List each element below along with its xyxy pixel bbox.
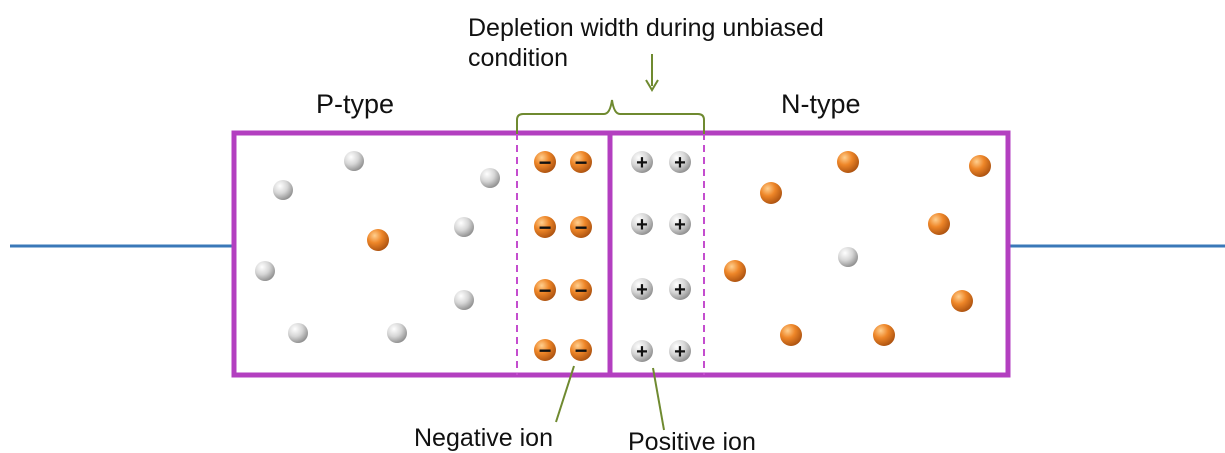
electron-ball [969,155,991,177]
negative-ion: − [534,338,556,363]
svg-text:−: − [575,150,588,175]
negative-ion: − [534,215,556,240]
negative-ion-label: Negative ion [414,424,553,452]
p-region-electrons [367,229,389,251]
positive-ion: + [631,340,653,363]
svg-text:+: + [674,152,686,174]
hole-ball [454,290,474,310]
hole-ball [273,180,293,200]
positive-ion: + [669,151,691,174]
negative-ion-pointer [555,365,575,423]
electron-ball [724,260,746,282]
depletion-label-line2: condition [468,44,568,72]
n-region-electrons [724,151,991,346]
positive-ion-pointer [652,367,665,431]
hole-ball [480,168,500,188]
svg-text:−: − [539,278,552,303]
n-region-holes [838,247,858,267]
negative-ion: − [570,215,592,240]
positive-ion: + [669,278,691,301]
positive-ion: + [631,151,653,174]
svg-text:+: + [674,279,686,301]
negative-ion: − [534,278,556,303]
depletion-arrow-head [645,79,659,92]
hole-ball [454,217,474,237]
svg-text:+: + [636,341,648,363]
negative-ions: − − − − − − − − [534,150,592,363]
depletion-label-line1: Depletion width during unbiased [468,14,824,42]
hole-ball [255,261,275,281]
negative-ion: − [534,150,556,175]
positive-ion-label: Positive ion [628,428,756,453]
svg-text:+: + [636,152,648,174]
p-type-label: P-type [316,89,394,119]
electron-ball [367,229,389,251]
hole-ball [838,247,858,267]
hole-ball [344,151,364,171]
negative-ion: − [570,150,592,175]
negative-ion: − [570,338,592,363]
electron-ball [760,182,782,204]
svg-text:−: − [575,338,588,363]
electron-ball [780,324,802,346]
svg-text:+: + [674,341,686,363]
svg-text:+: + [636,279,648,301]
hole-ball [288,323,308,343]
electron-ball [837,151,859,173]
positive-ion: + [631,278,653,301]
positive-ions: + + + + + + + + [631,151,691,363]
positive-ion: + [669,213,691,236]
positive-ion: + [669,340,691,363]
p-region-holes [255,151,500,343]
positive-ion: + [631,213,653,236]
n-type-label: N-type [781,89,861,119]
electron-ball [928,213,950,235]
svg-text:+: + [674,214,686,236]
electron-ball [873,324,895,346]
svg-text:−: − [575,215,588,240]
svg-text:−: − [539,338,552,363]
negative-ion: − [570,278,592,303]
svg-text:−: − [539,150,552,175]
depletion-brace [516,99,705,134]
svg-text:−: − [575,278,588,303]
svg-text:−: − [539,215,552,240]
electron-ball [951,290,973,312]
hole-ball [387,323,407,343]
svg-text:+: + [636,214,648,236]
